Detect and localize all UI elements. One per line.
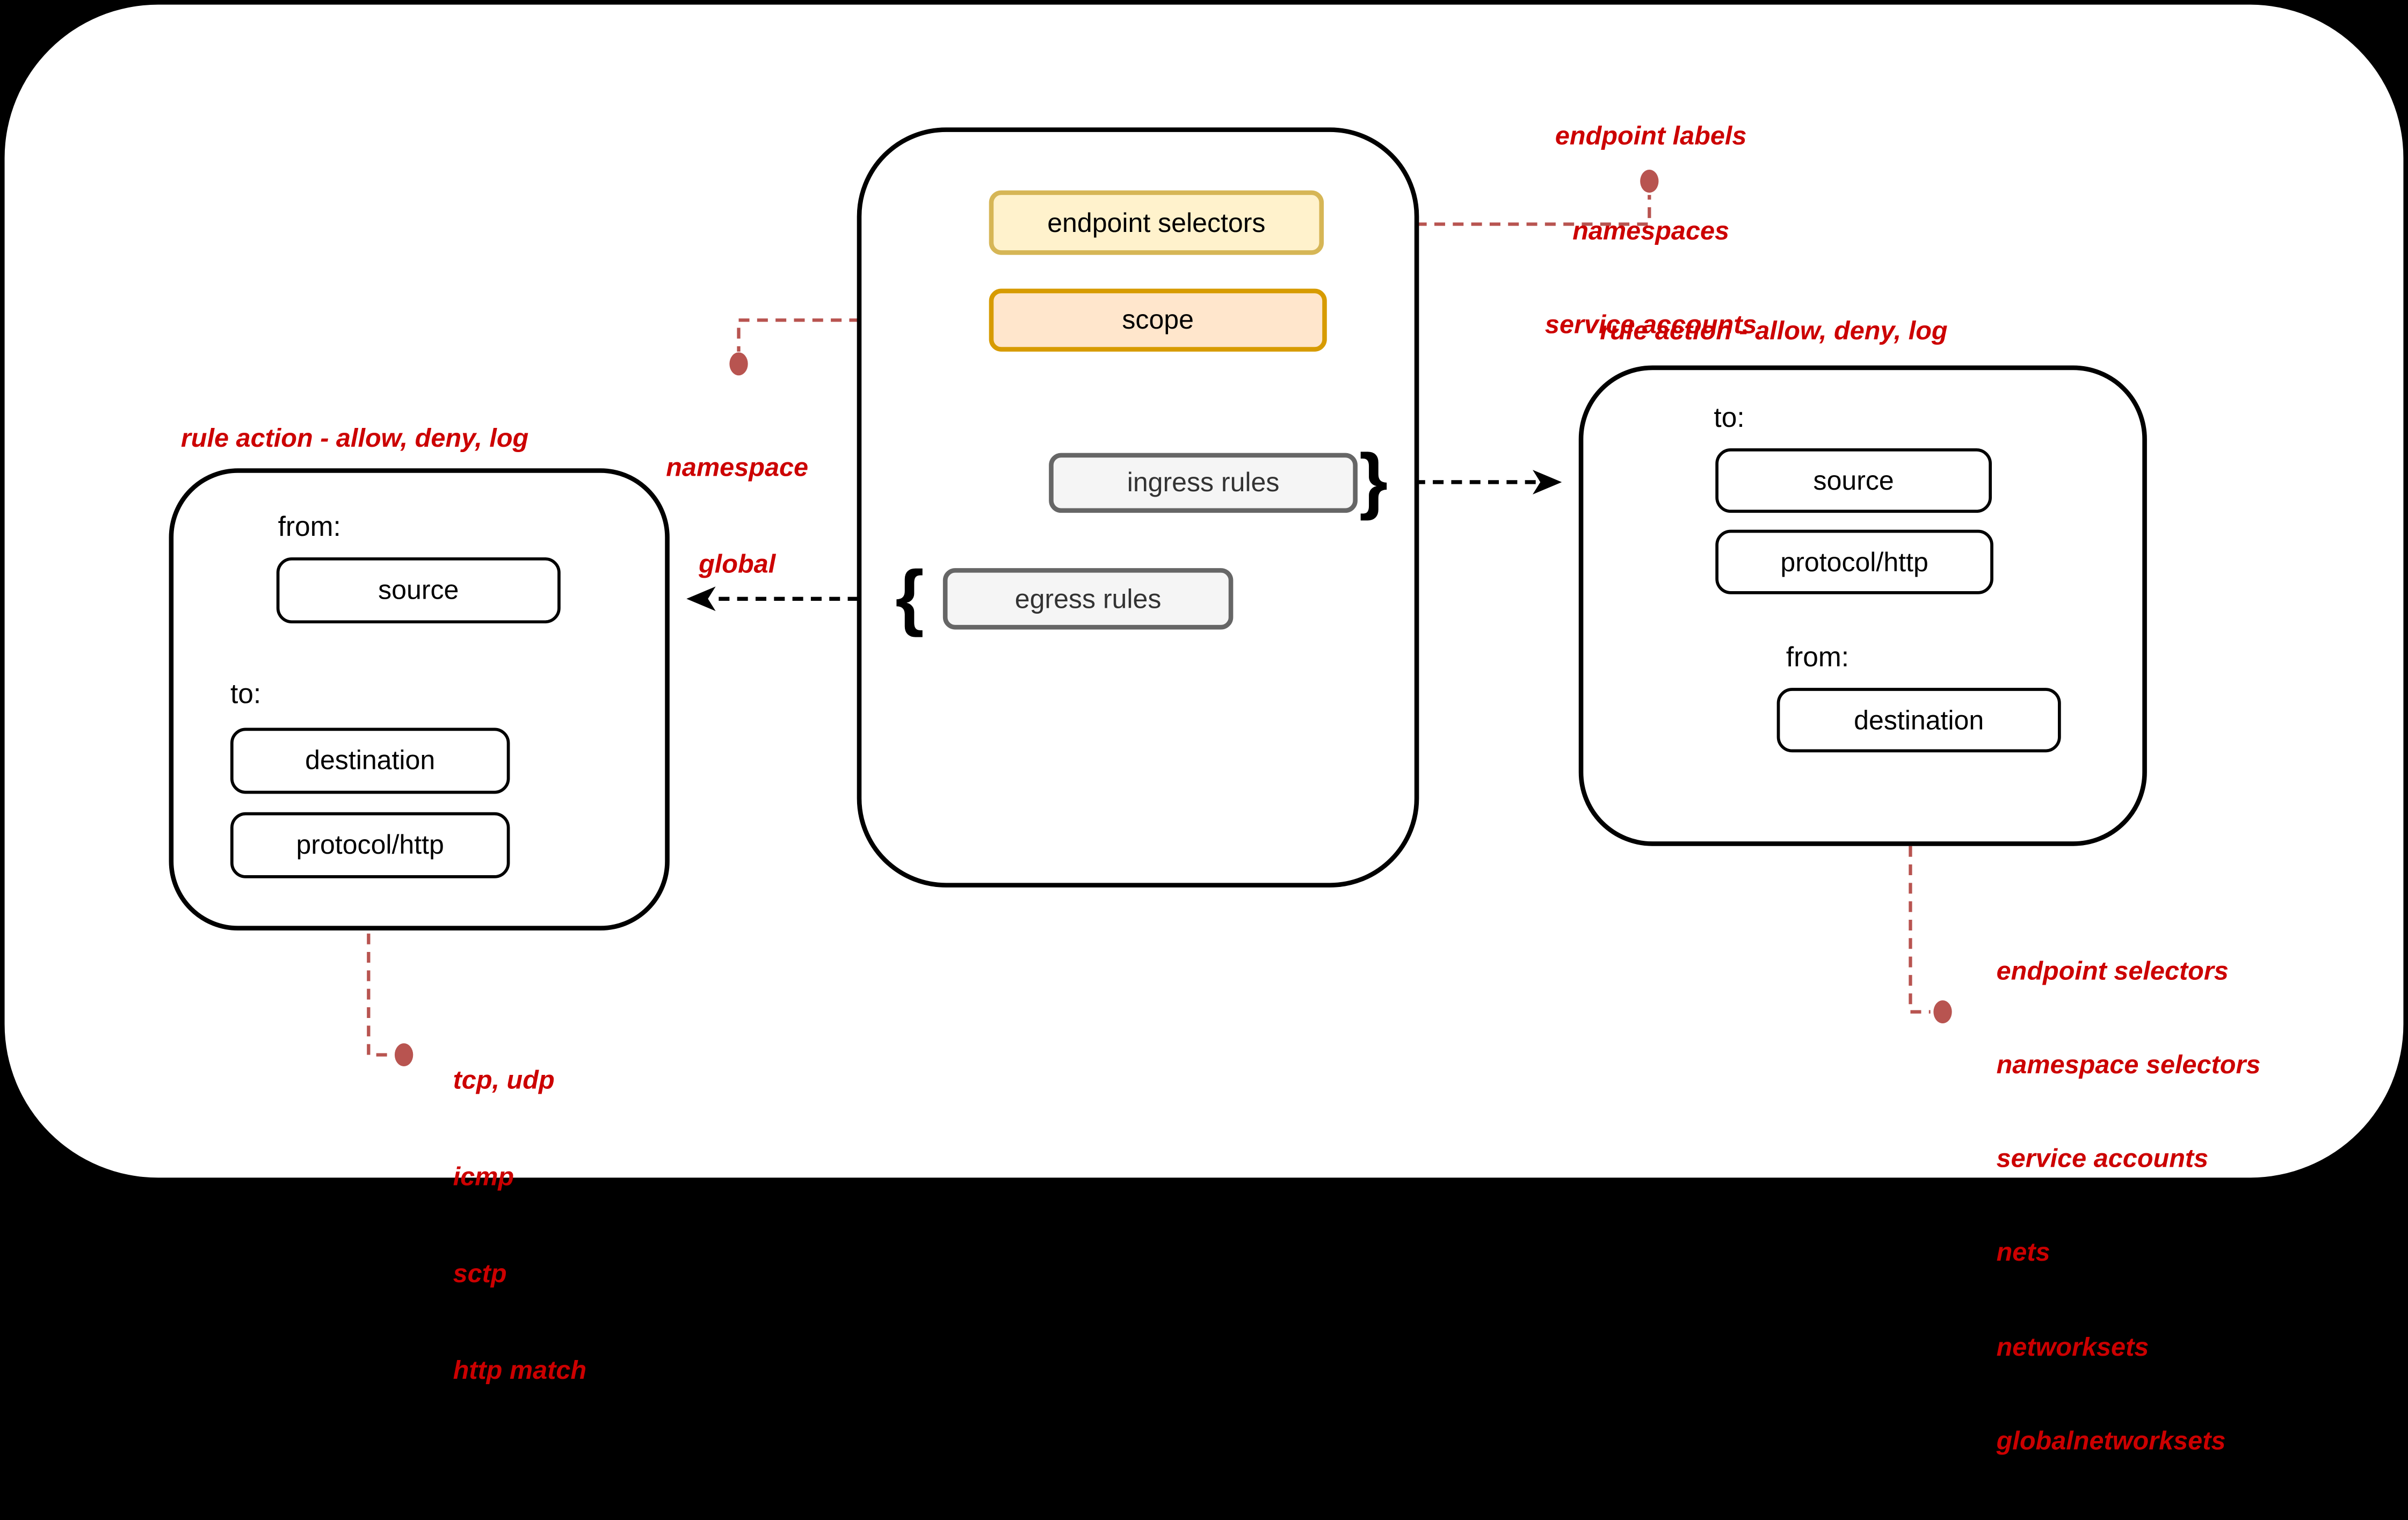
ingress-brace: } [1359,440,1388,522]
note-line: namespaces [1572,215,1730,245]
right-rule-title: rule action - allow, deny, log [1600,316,1948,346]
left-destination-node: destination [230,728,510,794]
note-line: networksets [1996,1332,2149,1362]
ingress-rules-label: ingress rules [1127,467,1280,498]
note-line: namespace selectors [1996,1050,2261,1080]
right-source-label: source [1813,464,1894,496]
endpoint-selectors-node: endpoint selectors [989,190,1324,255]
right-protocol-label: protocol/http [1780,546,1928,577]
endpoint-selectors-label: endpoint selectors [1047,206,1266,237]
right-protocol-node: protocol/http [1715,529,1993,594]
left-destination-label: destination [305,744,436,776]
left-source-node: source [276,557,561,624]
protocol-note: tcp, udp icmp sctp http match [453,1000,699,1451]
note-line: sctp [453,1259,507,1289]
note-line: globalnetworksets [1996,1426,2226,1456]
right-to-label: to: [1714,402,1745,433]
right-source-node: source [1715,448,1992,513]
left-from-label: from: [278,511,341,542]
left-rule-title: rule action - allow, deny, log [180,424,529,453]
left-protocol-node: protocol/http [230,812,510,878]
scope-note: namespace global [614,387,860,645]
right-destination-label: destination [1854,704,1984,735]
right-from-label: from: [1786,642,1849,673]
note-line: endpoint selectors [1996,956,2229,986]
destination-note: endpoint selectors namespace selectors s… [1997,893,2334,1520]
note-line: global [699,549,776,579]
left-protocol-label: protocol/http [296,829,444,860]
right-destination-node: destination [1776,688,2061,753]
egress-rules-label: egress rules [1014,583,1162,614]
note-line: endpoint labels [1555,121,1747,151]
left-to-label: to: [230,678,262,710]
note-line: service accounts [1996,1144,2209,1174]
left-source-label: source [378,574,459,605]
note-line: icmp [453,1162,514,1192]
ingress-rule-detail-box [1578,365,2147,846]
note-line: service accounts [1544,310,1757,339]
scope-node: scope [989,288,1327,352]
ingress-rules-node: ingress rules [1049,453,1358,513]
endpoint-selectors-note: endpoint labels namespaces service accou… [1497,59,1804,405]
diagram-stage: endpoint selectors scope ingress rules e… [4,4,2404,1456]
note-line: http match [453,1356,587,1385]
egress-rules-node: egress rules [942,568,1234,630]
egress-brace: { [895,557,924,639]
scope-label: scope [1122,304,1194,335]
note-line: namespace [666,453,809,482]
note-line: tcp, udp [453,1065,555,1095]
note-line: nets [1996,1238,2050,1268]
